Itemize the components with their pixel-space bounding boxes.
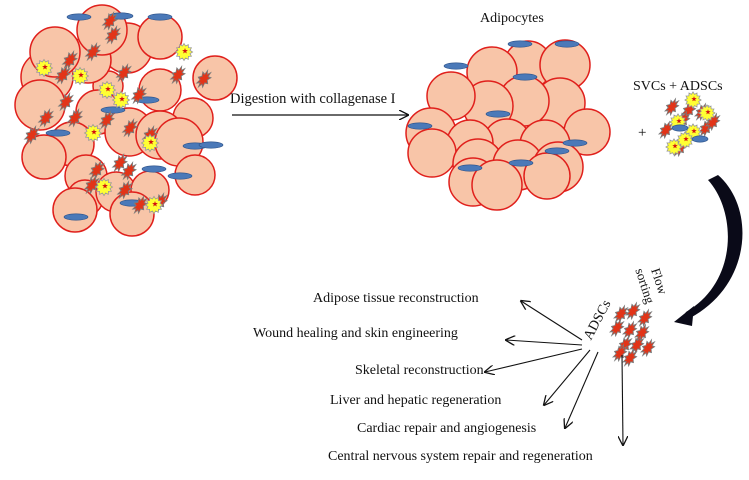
cell-nucleus	[100, 106, 126, 114]
stem-cell	[612, 304, 629, 324]
adipocyte-cell	[109, 191, 155, 237]
stem-cell	[657, 120, 674, 140]
cell-nucleus	[407, 122, 433, 130]
svc-adsc-label: SVCs + ADSCs	[633, 79, 723, 94]
process-label: Digestion with collagenase I	[230, 91, 396, 107]
stem-cell	[66, 108, 83, 128]
application-arrow	[506, 340, 583, 345]
adipocyte-cell	[471, 159, 523, 211]
cell-nucleus	[512, 73, 538, 81]
stem-cell	[115, 63, 132, 83]
cell-nucleus	[63, 213, 89, 221]
cell-nucleus	[544, 147, 570, 155]
stromal-marker	[91, 129, 97, 135]
stem-cell	[120, 161, 137, 181]
stem-cell	[104, 25, 121, 45]
stromal-marker	[78, 72, 84, 78]
adsc-cluster	[608, 301, 656, 368]
stem-cell	[54, 65, 71, 85]
stem-cell	[61, 50, 78, 70]
cell-nucleus	[485, 110, 511, 118]
stem-cell	[663, 97, 680, 117]
application-cns: Central nervous system repair and regene…	[328, 449, 593, 464]
application-arrow	[622, 354, 623, 445]
stem-cell	[23, 125, 40, 145]
stem-cell	[621, 348, 638, 368]
application-cardiac: Cardiac repair and angiogenesis	[357, 421, 537, 436]
cell-nucleus	[554, 40, 580, 48]
stromal-marker	[182, 48, 188, 54]
stromal-marker	[105, 86, 111, 92]
stem-cell	[608, 318, 625, 338]
cell-nucleus	[443, 62, 469, 70]
cell-nucleus	[691, 135, 709, 143]
cell-nucleus	[198, 141, 224, 149]
stromal-marker	[676, 118, 682, 124]
stromal-marker	[691, 128, 697, 134]
stem-cell	[195, 69, 212, 89]
stromal-marker	[691, 96, 697, 102]
adipocyte-cluster	[405, 39, 611, 211]
stromal-marker	[683, 136, 689, 142]
stem-cell	[37, 108, 54, 128]
application-arrow	[485, 348, 583, 372]
adipocyte-cell	[76, 4, 128, 56]
adipose-tissue-cluster	[14, 4, 238, 237]
stromal-marker	[148, 139, 154, 145]
stem-cell	[636, 308, 653, 328]
cell-nucleus	[671, 124, 689, 132]
stem-cell	[131, 195, 148, 215]
stem-cell	[121, 118, 138, 138]
stromal-marker	[42, 64, 48, 70]
stem-cell	[169, 65, 186, 85]
cell-nucleus	[45, 129, 71, 137]
application-arrow	[565, 351, 599, 428]
adipocyte-cell	[52, 187, 98, 233]
stem-cell	[624, 301, 641, 321]
adipocyte-cell	[14, 79, 66, 131]
cell-nucleus	[147, 13, 173, 21]
stem-cell	[611, 343, 628, 363]
stem-cell	[628, 335, 645, 355]
application-arrow	[521, 301, 583, 341]
application-wound-healing: Wound healing and skin engineering	[253, 326, 458, 341]
svc-adsc-cluster	[657, 91, 721, 158]
stem-cell	[57, 92, 74, 112]
cell-nucleus	[66, 13, 92, 21]
stromal-marker	[705, 109, 711, 115]
cell-nucleus	[457, 164, 483, 172]
stem-cell	[101, 11, 118, 31]
stromal-marker	[672, 143, 678, 149]
cell-nucleus	[141, 165, 167, 173]
stem-cell	[84, 42, 101, 62]
adipocyte-cell	[192, 55, 238, 101]
stem-cell	[88, 160, 105, 180]
cell-nucleus	[562, 139, 588, 147]
stem-cell	[621, 320, 638, 340]
stem-cell	[116, 180, 133, 200]
application-arrows	[485, 301, 623, 445]
stem-cell	[111, 153, 128, 173]
adipocyte-cell	[523, 152, 571, 200]
plus-sign: +	[638, 125, 647, 141]
stromal-marker	[152, 201, 158, 207]
stem-cell	[98, 110, 115, 130]
application-liver: Liver and hepatic regeneration	[330, 393, 502, 408]
stem-cell	[639, 338, 656, 358]
adipocytes-label: Adipocytes	[480, 11, 544, 26]
flow-sorting-arrowhead	[674, 306, 694, 326]
stem-cell	[130, 85, 147, 105]
stromal-marker	[102, 183, 108, 189]
adipocyte-cell	[407, 128, 457, 178]
cell-nucleus	[508, 159, 534, 167]
stromal-marker	[119, 96, 125, 102]
cell-nucleus	[167, 172, 193, 180]
flow-sorting-arrow	[680, 175, 743, 322]
adipocyte-cell	[21, 134, 67, 180]
cell-nucleus	[507, 40, 533, 48]
application-skeletal: Skeletal reconstruction	[355, 363, 484, 378]
application-arrow	[544, 349, 591, 405]
application-adipose-tissue: Adipose tissue reconstruction	[313, 291, 479, 306]
